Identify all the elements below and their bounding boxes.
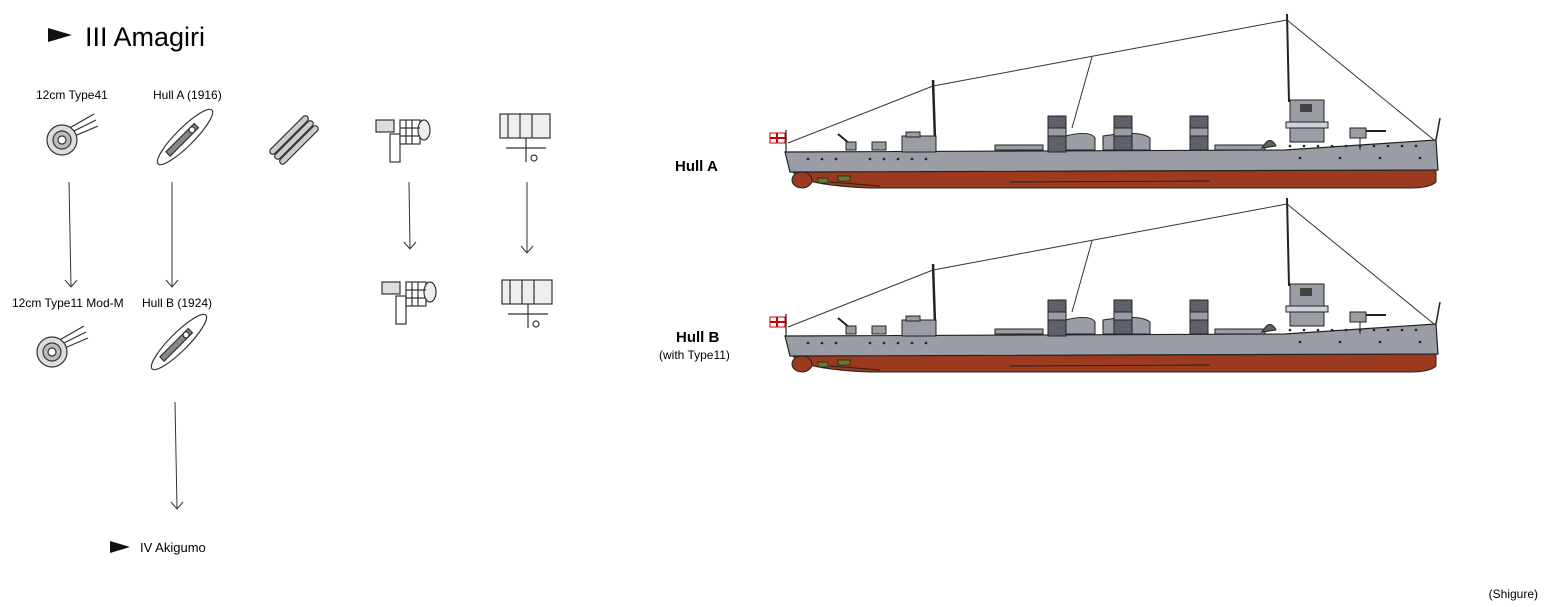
gun-turret-icon[interactable]	[36, 325, 89, 368]
pennant-icon	[110, 541, 130, 553]
credit-text: (Shigure)	[1488, 587, 1538, 601]
module-label-hull-bottom: Hull B (1924)	[142, 296, 213, 310]
pennant-icon	[48, 28, 72, 42]
engine-icon[interactable]	[499, 113, 551, 162]
torpedo-icon[interactable]	[269, 115, 320, 166]
module-label-gun-bottom: 12cm Type11 Mod-M	[12, 296, 124, 310]
page-title: III Amagiri	[85, 22, 206, 52]
gun-turret-icon[interactable]	[46, 113, 99, 156]
next-tier-link[interactable]: IV Akigumo	[140, 540, 206, 555]
hull-icon[interactable]	[146, 309, 212, 375]
fire-control-icon[interactable]	[381, 281, 437, 325]
upgrade-arrows	[64, 181, 534, 510]
hull-icon[interactable]	[152, 104, 218, 170]
hull-a-label: Hull A	[675, 158, 718, 175]
hull-b-label: Hull B	[676, 329, 720, 346]
fire-control-icon[interactable]	[375, 119, 431, 163]
module-label-gun-top: 12cm Type41	[36, 88, 108, 102]
module-tree	[36, 104, 553, 553]
ship-hull-a	[768, 12, 1442, 190]
ship-hull-b	[768, 196, 1442, 374]
engine-icon[interactable]	[501, 279, 553, 328]
module-label-hull-top: Hull A (1916)	[153, 88, 222, 102]
hull-b-sublabel: (with Type11)	[659, 348, 730, 362]
